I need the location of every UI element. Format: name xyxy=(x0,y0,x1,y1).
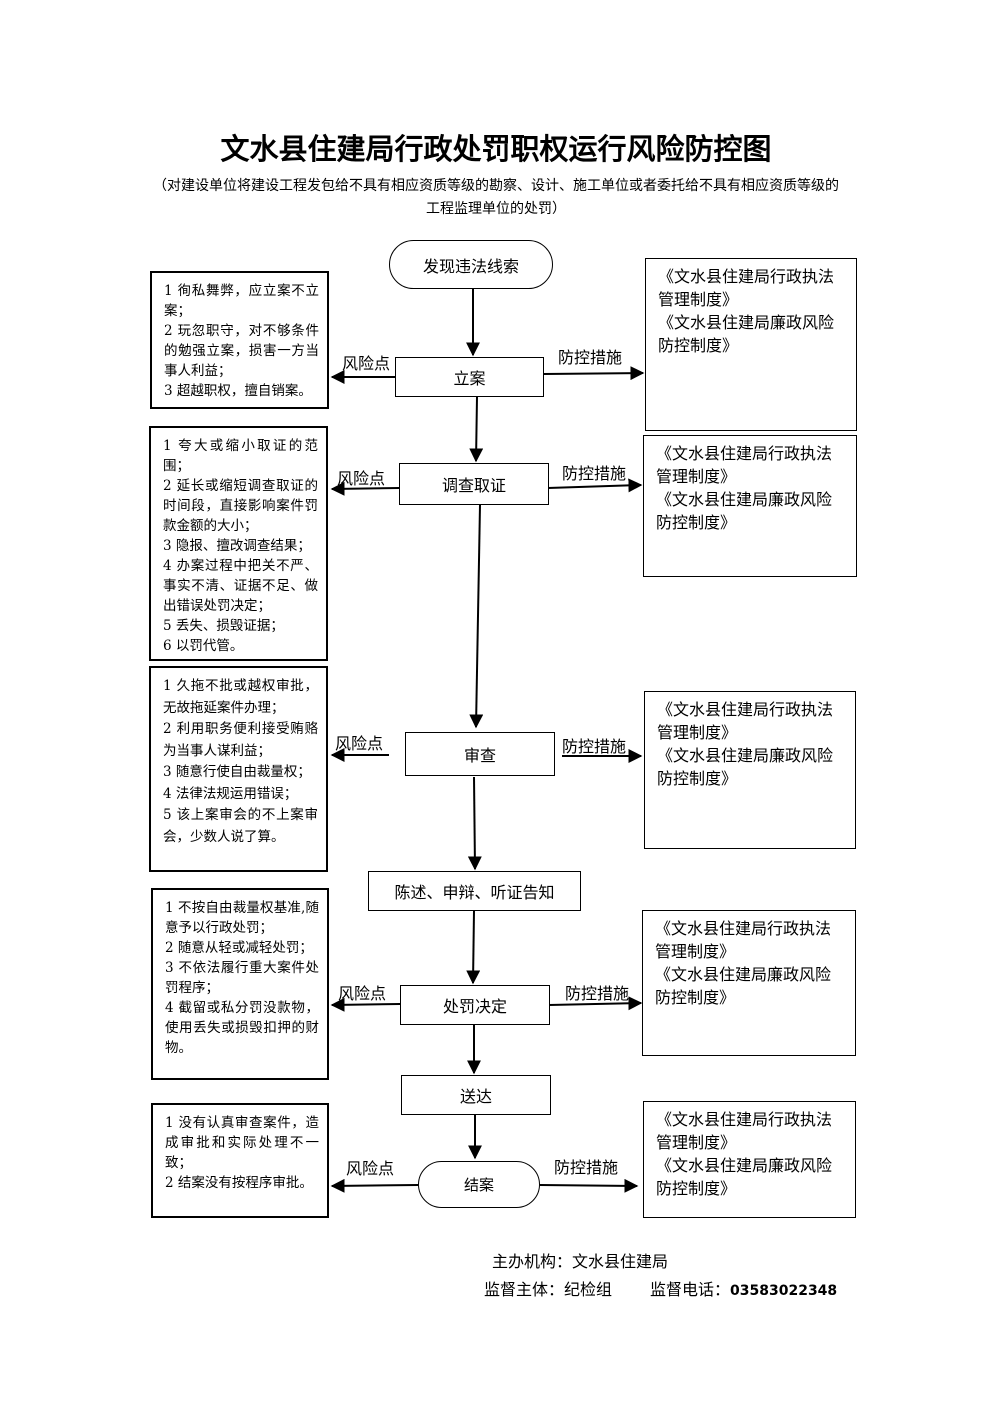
control-box-review: 《文水县住建局行政执法管理制度》 《文水县住建局廉政风险防控制度》 xyxy=(644,691,856,849)
page-title: 文水县住建局行政处罚职权运行风险防控图 xyxy=(220,132,772,166)
risk-label-filing: 风险点 xyxy=(342,354,391,373)
control-label-filing: 防控措施 xyxy=(558,348,623,367)
arrow-ctrl-investigate xyxy=(547,478,643,493)
risk-item: 3 随意行使自由裁量权； xyxy=(163,764,311,780)
risk-item: 1 夸大或缩小取证的范围； xyxy=(163,438,318,474)
risk-item: 3 不依法履行重大案件处罚程序； xyxy=(165,960,319,996)
node-close: 结案 xyxy=(418,1161,540,1208)
risk-item: 5 丢失、损毁证据； xyxy=(163,618,284,634)
risk-item: 1 不按自由裁量权基准,随意予以行政处罚； xyxy=(165,900,319,936)
risk-item: 5 该上案审会的不上案审会，少数人说了算。 xyxy=(163,807,318,845)
arrow-risk-close xyxy=(330,1178,419,1193)
risk-item: 4 法律法规运用错误； xyxy=(163,785,298,802)
control-line: 《文水县住建局廉政风险防控制度》 xyxy=(656,490,833,532)
risk-box-investigate: 1 夸大或缩小取证的范围； 2 延长或缩短调查取证的时间段，直接影响案件罚款金额… xyxy=(149,426,328,661)
footer-phone-number: 03583022348 xyxy=(730,1283,838,1299)
node-notice: 陈述、申辩、听证告知 xyxy=(368,871,581,911)
node-review: 审查 xyxy=(405,732,555,776)
risk-label-investigate: 风险点 xyxy=(337,469,386,488)
footer-org: 主办机构：文水县住建局 xyxy=(492,1252,669,1271)
risk-item: 3 隐报、擅改调查结果； xyxy=(163,538,311,554)
arrow-filing-investigate xyxy=(469,396,484,463)
control-label-decision: 防控措施 xyxy=(565,984,630,1003)
arrow-investigate-review xyxy=(469,504,484,729)
risk-label-review: 风险点 xyxy=(335,734,384,753)
control-box-investigate: 《文水县住建局行政执法管理制度》 《文水县住建局廉政风险防控制度》 xyxy=(643,435,857,577)
control-line: 《文水县住建局行政执法管理制度》 xyxy=(658,267,835,309)
risk-label-close: 风险点 xyxy=(346,1159,395,1178)
control-line: 《文水县住建局行政执法管理制度》 xyxy=(657,700,834,742)
arrow-notice-decision xyxy=(466,910,481,985)
control-line: 《文水县住建局行政执法管理制度》 xyxy=(655,919,832,961)
arrow-ctrl-filing xyxy=(543,366,645,381)
arrow-ctrl-decision xyxy=(548,996,643,1011)
risk-item: 2 延长或缩短调查取证的时间段，直接影响案件罚款金额的大小； xyxy=(163,478,318,534)
risk-box-close: 1 没有认真审查案件，造成审批和实际处理不一致； 2 结案没有按程序审批。 xyxy=(151,1103,329,1218)
control-label-investigate: 防控措施 xyxy=(562,464,627,483)
risk-item: 2 随意从轻或减轻处罚； xyxy=(165,940,313,956)
risk-item: 1 久拖不批或越权审批，无故拖延案件办理； xyxy=(163,678,318,716)
control-line: 《文水县住建局廉政风险防控制度》 xyxy=(655,965,832,1007)
risk-item: 2 玩忽职守，对不够条件的勉强立案，损害一方当事人利益； xyxy=(164,323,319,379)
node-decision: 处罚决定 xyxy=(400,985,550,1025)
control-line: 《文水县住建局廉政风险防控制度》 xyxy=(657,746,834,788)
arrow-risk-investigate xyxy=(330,481,400,496)
risk-item: 4 截留或私分罚没款物，使用丢失或损毁扣押的财物。 xyxy=(165,1000,319,1056)
control-box-close: 《文水县住建局行政执法管理制度》 《文水县住建局廉政风险防控制度》 xyxy=(643,1101,856,1218)
page-subtitle: （对建设单位将建设工程发包给不具有相应资质等级的勘察、设计、施工单位或者委托给不… xyxy=(153,178,839,217)
arrow-risk-decision xyxy=(330,997,401,1012)
arrow-review-notice xyxy=(467,776,482,871)
footer-supervisor: 监督主体：纪检组 xyxy=(484,1280,613,1299)
node-investigate: 调查取证 xyxy=(399,463,549,505)
risk-item: 4 办案过程中把关不严、事实不清、证据不足、做出错误处罚决定； xyxy=(163,558,318,614)
node-delivery: 送达 xyxy=(401,1075,551,1115)
risk-item: 2 利用职务便利接受贿赂为当事人谋利益； xyxy=(163,721,318,759)
footer-phone-label: 监督电话： xyxy=(650,1280,731,1299)
control-box-decision: 《文水县住建局行政执法管理制度》 《文水县住建局廉政风险防控制度》 xyxy=(642,910,856,1056)
risk-box-filing: 1 徇私舞弊，应立案不立案； 2 玩忽职守，对不够条件的勉强立案，损害一方当事人… xyxy=(150,271,329,409)
risk-box-decision: 1 不按自由裁量权基准,随意予以行政处罚； 2 随意从轻或减轻处罚； 3 不依法… xyxy=(151,888,329,1080)
control-label-review: 防控措施 xyxy=(562,737,627,756)
control-line: 《文水县住建局行政执法管理制度》 xyxy=(656,1110,833,1152)
control-line: 《文水县住建局廉政风险防控制度》 xyxy=(656,1156,833,1198)
footer-phone: 监督电话：03583022348 xyxy=(650,1276,837,1300)
risk-label-decision: 风险点 xyxy=(338,984,387,1003)
control-label-close: 防控措施 xyxy=(554,1158,619,1177)
risk-box-review: 1 久拖不批或越权审批，无故拖延案件办理； 2 利用职务便利接受贿赂为当事人谋利… xyxy=(149,666,328,872)
risk-item: 3 超越职权，擅自销案。 xyxy=(164,383,312,399)
risk-item: 2 结案没有按程序审批。 xyxy=(165,1175,313,1191)
control-line: 《文水县住建局廉政风险防控制度》 xyxy=(658,313,835,355)
node-discover: 发现违法线索 xyxy=(389,240,553,289)
control-line: 《文水县住建局行政执法管理制度》 xyxy=(656,444,833,486)
risk-item: 6 以罚代管。 xyxy=(163,638,244,654)
node-filing: 立案 xyxy=(395,357,544,397)
arrow-ctrl-close xyxy=(539,1178,639,1193)
risk-item: 1 没有认真审查案件，造成审批和实际处理不一致； xyxy=(165,1115,319,1171)
risk-item: 1 徇私舞弊，应立案不立案； xyxy=(164,283,319,319)
control-box-filing: 《文水县住建局行政执法管理制度》 《文水县住建局廉政风险防控制度》 xyxy=(645,258,857,431)
